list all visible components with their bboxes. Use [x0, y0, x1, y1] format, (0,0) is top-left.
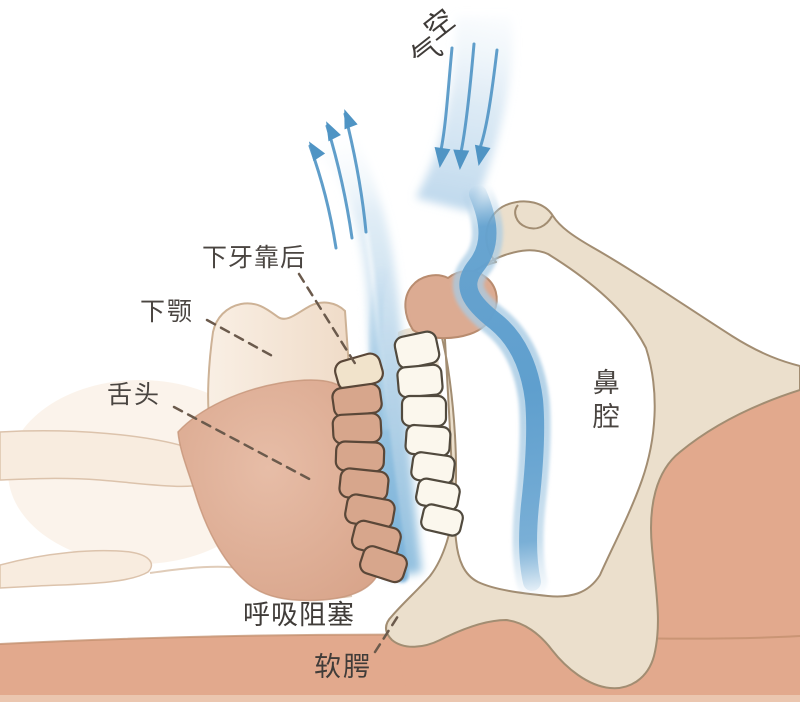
up-arrow-icon	[308, 141, 326, 162]
up-arrow-icon	[344, 109, 358, 130]
nasal-bone-curl	[514, 204, 553, 230]
upper-tooth	[404, 423, 452, 458]
down-arrow-tail	[478, 48, 499, 150]
pointer-lower-jaw	[205, 318, 278, 360]
lower-tooth	[331, 412, 383, 445]
airflow-inhale	[416, 16, 551, 598]
label-soft-palate: 软腭	[314, 652, 372, 682]
down-arrow-icon	[474, 144, 491, 166]
label-tongue: 舌头	[107, 381, 162, 409]
label-nasal-cavity: 鼻腔	[588, 368, 619, 436]
upper-tooth	[420, 503, 464, 537]
upper-tooth	[396, 363, 444, 399]
upper-tooth	[400, 394, 448, 428]
upper-teeth	[393, 330, 464, 537]
down-arrow-icon	[453, 149, 470, 170]
lower-tooth	[358, 545, 408, 584]
pointer-tongue	[172, 405, 317, 484]
down-arrow-tail	[459, 42, 476, 154]
bottom-light-band	[0, 695, 800, 702]
down-arrow-icon	[434, 147, 451, 168]
pointer-lower-teeth-back	[297, 272, 358, 367]
lower-tooth	[334, 440, 386, 473]
dashed-pointer-lines	[172, 272, 402, 654]
lower-teeth	[331, 352, 408, 584]
inhale-stream	[459, 185, 545, 591]
tongue-shape	[177, 379, 379, 602]
up-arrow-icon	[326, 121, 341, 142]
pointer-soft-palate	[373, 611, 402, 654]
down-arrow-tail	[439, 46, 454, 152]
lower-lip-shape	[0, 549, 153, 589]
label-air: 空气	[405, 3, 462, 75]
label-lower-jaw: 下颚	[140, 298, 195, 326]
label-breathing-obstruction: 呼吸阻塞	[243, 600, 355, 630]
label-lower-teeth-back: 下牙靠后	[202, 244, 307, 272]
